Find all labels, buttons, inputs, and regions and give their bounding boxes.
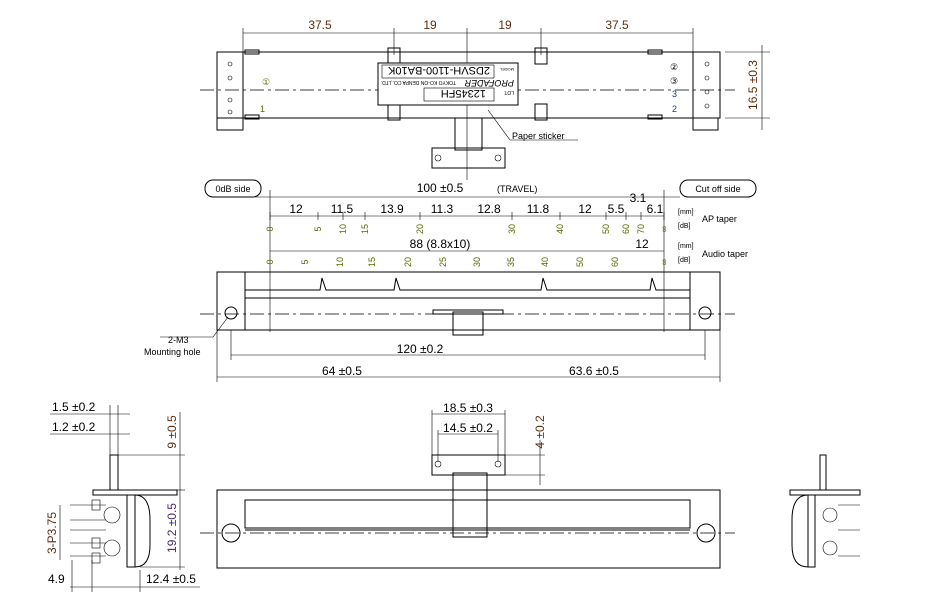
ap-segment-label: 12.8 [477, 202, 501, 216]
paper-sticker-callout: Paper sticker [512, 131, 565, 141]
ap-tick-label: 0 [265, 226, 275, 231]
height-dim: 16.5 ±0.3 [746, 60, 760, 110]
audio-tick-label: 20 [403, 257, 413, 267]
dim-top-3: 19 [498, 18, 512, 32]
audio-tick-label: 5 [300, 259, 310, 264]
ap-tick-label: 30 [507, 224, 517, 234]
audio-unit-db: [dB] [678, 257, 691, 264]
front-view: 18.5 ±0.3 14.5 ±0.2 4 ±0.2 [200, 401, 735, 569]
audio-seg-2: 12 [635, 237, 649, 251]
sticker-lot-label: LOT. [503, 89, 514, 95]
ap-tick-label: 70 [636, 224, 646, 234]
ap-tick-label: 50 [601, 224, 611, 234]
ap-segment-label: 11.8 [527, 202, 550, 216]
m3-hole-label: 2-M3 [168, 335, 189, 345]
ap-tick-label: ∞ [659, 226, 669, 232]
audio-tick-label: 35 [506, 257, 516, 267]
ap-segment-label: 11.5 [331, 202, 354, 216]
dim-9: 9 ±0.5 [165, 415, 179, 449]
audio-seg-1: 88 (8.8x10) [410, 237, 471, 251]
dim-top-2: 19 [423, 18, 437, 32]
audio-tick-label: 60 [610, 257, 620, 267]
sticker-model-label: MODEL [499, 67, 514, 72]
travel-note: (TRAVEL) [497, 184, 537, 194]
dim-1-5: 1.5 ±0.2 [52, 400, 96, 414]
pin-pitch: 3-P3.75 [45, 512, 59, 554]
audio-taper-label: Audio taper [702, 249, 748, 259]
pin-circle-2: ② [670, 62, 678, 72]
pin-label-3: 3 [672, 89, 677, 99]
sticker-maker: TOKYO KO-ON DENPA CO.,LTD. [381, 79, 456, 85]
ap-tick-label: 5 [313, 226, 323, 231]
left-length: 64 ±0.5 [322, 364, 362, 378]
ap-tick-label: 40 [555, 224, 565, 234]
ap-tick-label: 60 [621, 224, 631, 234]
odb-side-label: 0dB side [215, 184, 250, 194]
pin-circle-1: ① [262, 77, 270, 87]
dim-top-4: 37.5 [605, 18, 629, 32]
ap-segment-label: 11.3 [431, 202, 454, 216]
sticker-model: 2DSVH-1100-BA10K [387, 64, 490, 76]
ap-tick-label: 10 [338, 224, 348, 234]
ap-segment-label: 13.9 [380, 202, 404, 216]
cutoff-side-label: Cut off side [695, 184, 740, 194]
end-view-left: 1.5 ±0.2 1.2 ±0.2 3-P3.75 9 ±0.5 19.2 ±0… [45, 400, 200, 592]
dim-12-4: 12.4 ±0.5 [146, 572, 196, 586]
ap-tick-label: 20 [415, 224, 425, 234]
ap-unit-db: [dB] [678, 223, 691, 230]
overall-length: 120 ±0.2 [397, 342, 444, 356]
mounting-hole-label: Mounting hole [144, 347, 201, 357]
tab-width: 18.5 ±0.3 [443, 401, 493, 415]
ap-segment-label: 12 [289, 202, 303, 216]
ap-taper-label: AP taper [702, 214, 737, 224]
paper-sticker: LOT. 12345FH PROFADER TOKYO KO-ON DENPA … [377, 62, 519, 106]
ap-segment-label: 6.1 [647, 202, 664, 216]
dim-1-2: 1.2 ±0.2 [52, 420, 96, 434]
audio-tick-label: 25 [438, 257, 448, 267]
ap-tick-label: 15 [360, 224, 370, 234]
audio-tick-label: ∞ [659, 259, 669, 265]
audio-tick-label: 0 [265, 259, 275, 264]
audio-unit-mm: [mm] [678, 243, 694, 250]
dim-top-1: 37.5 [308, 18, 332, 32]
dim-19-2: 19.2 ±0.5 [165, 503, 179, 553]
pin-circle-3: ③ [670, 76, 678, 86]
dim-4-9: 4.9 [48, 572, 65, 586]
ap-segment-label: 12 [578, 202, 592, 216]
taper-view: 0dB side Cut off side 100 ±0.5 (TRAVEL) … [204, 179, 757, 332]
side-view: 120 ±0.2 64 ±0.5 63.6 ±0.5 2-M3 Mounting… [144, 271, 735, 382]
audio-tick-label: 40 [540, 257, 550, 267]
top-view: 37.5 19 19 37.5 ① 1 ② ③ 3 2 LOT. 12345FH… [200, 18, 770, 180]
pin-label-2: 2 [672, 104, 677, 114]
audio-tick-label: 15 [367, 257, 377, 267]
audio-tick-label: 50 [575, 257, 585, 267]
pin-label-1: 1 [260, 104, 265, 114]
audio-tick-label: 30 [472, 257, 482, 267]
audio-tick-label: 10 [335, 257, 345, 267]
sticker-brand: PROFADER [464, 78, 514, 88]
ap-segment-label: 3.1 [630, 191, 647, 205]
ap-unit-mm: [mm] [678, 209, 694, 216]
tab-height: 4 ±0.2 [533, 415, 547, 449]
hole-pitch: 14.5 ±0.2 [443, 421, 493, 435]
end-view-right [789, 454, 861, 568]
travel-dim: 100 ±0.5 [417, 181, 464, 195]
ap-segment-label: 5.5 [608, 202, 625, 216]
sticker-lot: 12345FH [441, 87, 486, 99]
right-length: 63.6 ±0.5 [569, 364, 619, 378]
